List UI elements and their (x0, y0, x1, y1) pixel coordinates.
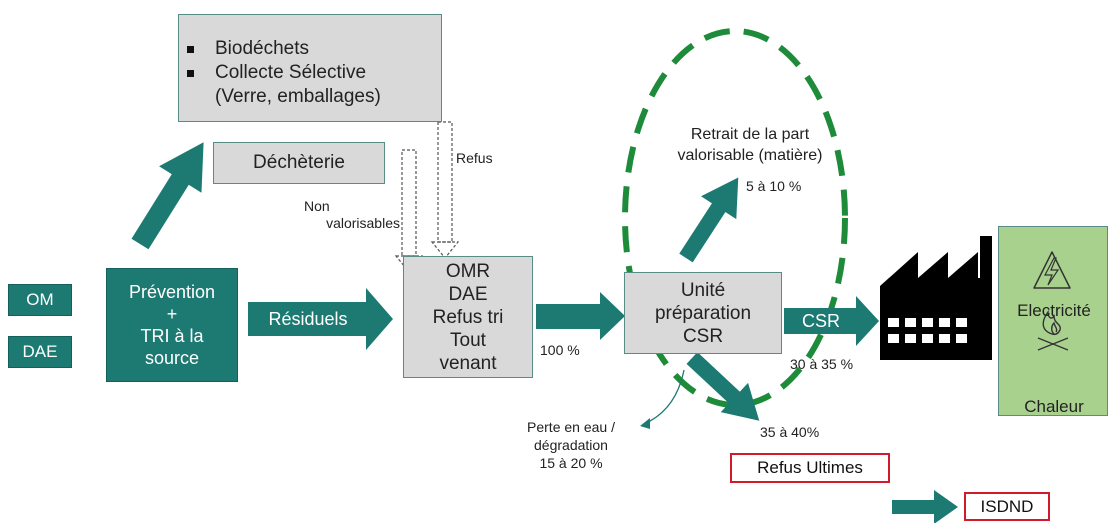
residuels-label: Résiduels (268, 309, 348, 329)
pct-100-label: 100 % (540, 342, 580, 358)
non-valorisables-label: Non valorisables (304, 198, 400, 231)
pct-refus-label: 35 à 40% (760, 424, 820, 440)
prevention-line2: + (166, 304, 178, 324)
refus-ultimes-label: Refus Ultimes (757, 458, 863, 477)
prevention-box: Prévention + TRI à la source (106, 268, 238, 382)
collecte-item-selective: Collecte Sélective(Verre, emballages) (179, 61, 441, 109)
arrow-isdnd (892, 490, 958, 523)
bullet-icon (187, 70, 194, 77)
energy-icons (1032, 250, 1071, 351)
om-label: OM (26, 290, 54, 309)
unite-line3: CSR (682, 325, 724, 347)
csr-label: CSR (801, 311, 840, 331)
omr-line5: venant (439, 352, 497, 374)
decheterie-label: Déchèterie (253, 152, 345, 173)
decheterie-box: Déchèterie (213, 142, 385, 184)
perte-label: Perte en eau / dégradation 15 à 20 % (527, 419, 615, 471)
prevention-line1: Prévention (128, 282, 216, 302)
input-dae: DAE (8, 336, 72, 368)
omr-line2: DAE (448, 283, 488, 305)
dae-label: DAE (22, 342, 58, 361)
pct-csr-label: 30 à 35 % (790, 356, 854, 372)
retrait-label: Retrait de la part valorisable (matière) (677, 126, 823, 164)
arrow-refus (686, 352, 760, 421)
arrow-csr (784, 296, 879, 346)
factory-icon (880, 236, 992, 360)
arrow-100 (536, 292, 625, 340)
prevention-line3: TRI à la (140, 326, 204, 346)
electricite-label: Electricité (1017, 301, 1091, 320)
refus-label: Refus (456, 150, 493, 166)
collecte-box: Biodéchets Collecte Sélective(Verre, emb… (178, 14, 442, 122)
unite-box: Unité préparation CSR (624, 272, 782, 354)
arrow-refus-tri (430, 121, 460, 259)
energy-box: Electricité Chaleur (998, 226, 1108, 416)
high-voltage-icon (1032, 250, 1071, 289)
pct-retrait-label: 5 à 10 % (746, 178, 802, 194)
unite-line1: Unité (680, 279, 726, 301)
bullet-icon (187, 46, 194, 53)
input-om: OM (8, 284, 72, 316)
collecte-list: Biodéchets Collecte Sélective(Verre, emb… (179, 37, 441, 109)
collecte-item-biodechets: Biodéchets (179, 37, 441, 61)
omr-line3: Refus tri (432, 306, 504, 328)
omr-line4: Tout (450, 329, 486, 351)
omr-line1: OMR (445, 260, 491, 282)
arrow-residuels (248, 288, 393, 350)
fire-icon (1037, 309, 1068, 351)
arrow-to-collecte (131, 142, 204, 250)
refus-ultimes-box: Refus Ultimes (730, 453, 890, 483)
unite-line2: préparation (654, 302, 752, 324)
isdnd-box: ISDND (964, 492, 1050, 521)
arrow-retrait (679, 177, 739, 263)
csr-preparation-scope-ellipse (622, 28, 848, 408)
chaleur-label: Chaleur (1024, 397, 1084, 416)
prevention-line4: source (144, 348, 200, 368)
isdnd-label: ISDND (980, 496, 1034, 516)
omr-box: OMR DAE Refus tri Tout venant (403, 256, 533, 378)
